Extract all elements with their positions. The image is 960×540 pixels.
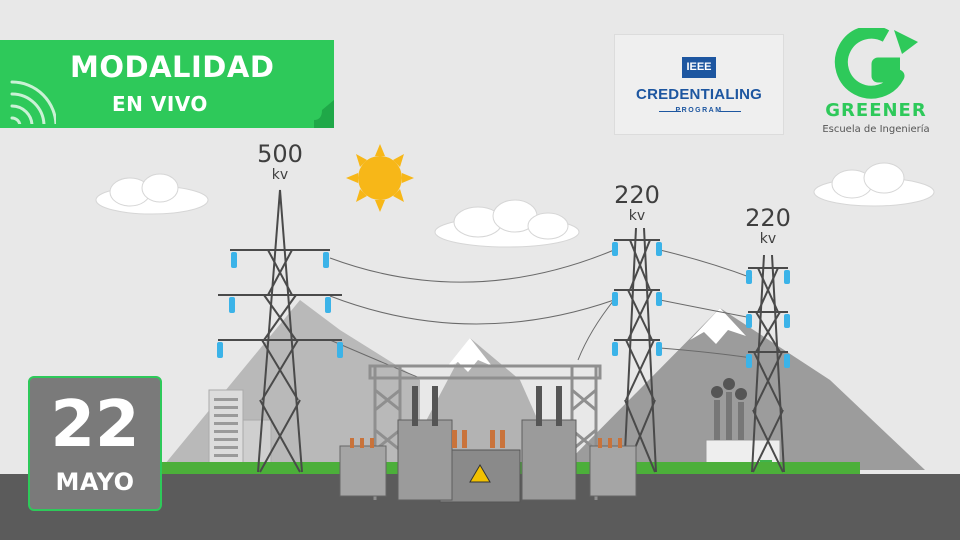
greener-tagline: Escuela de Ingeniería xyxy=(822,124,930,135)
ieee-credentialing-logo: IEEE CREDENTIALING PROGRAM xyxy=(614,34,784,135)
cloud xyxy=(95,173,209,215)
greener-name: GREENER xyxy=(825,100,927,121)
tower-500kv xyxy=(218,189,342,473)
event-day: 22 xyxy=(50,388,140,462)
warning-icon xyxy=(469,464,491,483)
cloud xyxy=(434,199,580,248)
voltage-label-220-a: 220 kv xyxy=(602,182,672,224)
live-mode-banner: MODALIDAD EN VIVO xyxy=(0,40,334,128)
tower-220kv-b xyxy=(748,254,788,473)
voltage-value: 220 xyxy=(745,204,791,232)
banner-corner xyxy=(314,100,334,128)
live-signal-icon xyxy=(10,80,56,124)
cloud xyxy=(813,162,935,207)
mountain-center-snow xyxy=(446,338,492,372)
tower-220kv-a xyxy=(614,227,660,473)
sun-icon xyxy=(346,144,414,212)
voltage-label-500: 500 kv xyxy=(245,141,315,183)
voltage-label-220-b: 220 kv xyxy=(733,205,803,247)
mountain-right-snow xyxy=(690,308,746,344)
voltage-unit: kv xyxy=(271,167,289,183)
banner-subtitle: EN VIVO xyxy=(112,92,208,116)
ieee-mark: IEEE xyxy=(682,57,716,78)
banner-title: MODALIDAD xyxy=(70,50,275,84)
event-month: MAYO xyxy=(55,468,135,496)
voltage-unit: kv xyxy=(628,208,646,224)
ieee-rule-right xyxy=(719,111,741,112)
greener-g-icon xyxy=(834,28,918,99)
voltage-unit: kv xyxy=(759,231,777,247)
greener-logo: GREENER Escuela de Ingeniería xyxy=(808,28,944,140)
ieee-program-text: PROGRAM xyxy=(675,107,723,114)
ieee-rule-left xyxy=(659,111,681,112)
voltage-value: 500 xyxy=(257,140,303,168)
ieee-credentialing-text: CREDENTIALING xyxy=(636,86,762,103)
voltage-value: 220 xyxy=(614,181,660,209)
event-date-badge: 22 MAYO xyxy=(28,376,162,511)
